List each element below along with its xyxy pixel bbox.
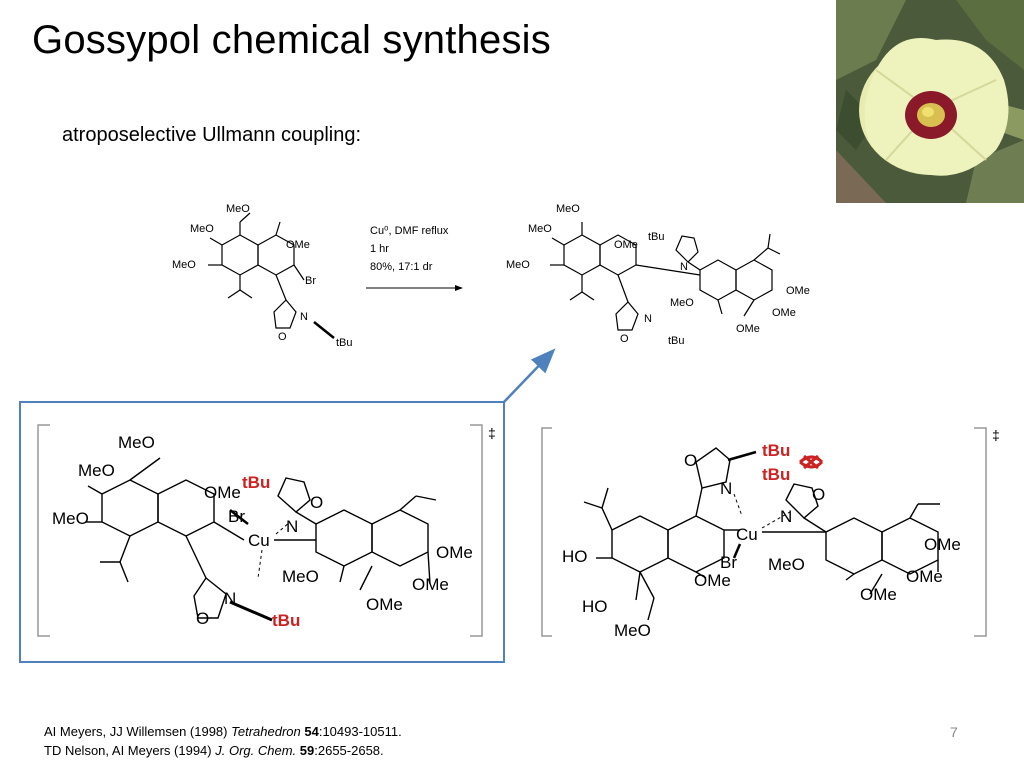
label-tbu: tBu xyxy=(336,337,353,349)
label-ome: OMe xyxy=(786,285,810,297)
reference-item: AI Meyers, JJ Willemsen (1998) Tetrahedr… xyxy=(44,724,402,739)
label-ome: OMe xyxy=(694,571,731,590)
label-meo: MeO xyxy=(768,555,805,574)
label-n: N xyxy=(680,261,688,273)
bracket-right xyxy=(470,424,483,637)
label-br: Br xyxy=(720,553,737,572)
label-o: O xyxy=(812,485,825,504)
label-meo: MeO xyxy=(282,567,319,586)
label-tbu: tBu xyxy=(648,231,665,243)
page-number: 7 xyxy=(950,724,958,740)
label-o: O xyxy=(684,451,697,470)
label-br: Br xyxy=(305,275,316,287)
label-meo: MeO xyxy=(528,223,552,235)
transition-state-major xyxy=(86,457,437,619)
label-tbu: tBu xyxy=(668,335,685,347)
label-meo: MeO xyxy=(52,509,89,528)
condition-line: 1 hr xyxy=(370,243,389,255)
label-ome: OMe xyxy=(204,483,241,502)
label-ome: OMe xyxy=(436,543,473,562)
double-dagger: ‡ xyxy=(992,427,1000,443)
label-n: N xyxy=(720,479,732,498)
label-meo: MeO xyxy=(506,259,530,271)
label-n: N xyxy=(644,313,652,325)
label-ome: OMe xyxy=(924,535,961,554)
label-meo: MeO xyxy=(172,259,196,271)
label-meo: MeO xyxy=(190,223,214,235)
label-ome: OMe xyxy=(772,307,796,319)
label-meo: MeO xyxy=(226,203,250,215)
label-ome: OMe xyxy=(366,595,403,614)
starting-material xyxy=(208,212,305,329)
product xyxy=(550,222,781,331)
label-o: O xyxy=(620,333,629,345)
label-meo: MeO xyxy=(556,203,580,215)
slide-title: Gossypol chemical synthesis xyxy=(32,18,551,62)
slide-subtitle: atroposelective Ullmann coupling: xyxy=(62,124,362,146)
label-ome: OMe xyxy=(614,239,638,251)
label-cu: Cu xyxy=(736,525,758,544)
bracket-right xyxy=(974,427,987,637)
label-o: O xyxy=(196,609,209,628)
label-n: N xyxy=(300,311,308,323)
condition-line: Cu⁰, DMF reflux xyxy=(370,225,449,237)
label-meo: MeO xyxy=(118,433,155,452)
label-meo: MeO xyxy=(614,621,651,640)
transition-state-minor xyxy=(583,447,940,621)
label-n: N xyxy=(780,507,792,526)
label-ome: OMe xyxy=(412,575,449,594)
label-ome: OMe xyxy=(286,239,310,251)
label-n: N xyxy=(286,517,298,536)
label-tbu-highlight: tBu xyxy=(762,465,790,484)
bracket-left xyxy=(37,424,50,637)
label-o: O xyxy=(278,331,287,343)
references: AI Meyers, JJ Willemsen (1998) Tetrahedr… xyxy=(44,722,402,760)
label-meo: MeO xyxy=(78,461,115,480)
label-meo: MeO xyxy=(670,297,694,309)
condition-line: 80%, 17:1 dr xyxy=(370,261,433,273)
bracket-left xyxy=(541,427,552,637)
label-tbu-highlight: tBu xyxy=(242,473,270,492)
steric-clash-icon xyxy=(799,454,824,470)
double-dagger: ‡ xyxy=(488,425,496,441)
label-ome: OMe xyxy=(860,585,897,604)
label-br: Br xyxy=(228,507,245,526)
label-ome: OMe xyxy=(736,323,760,335)
cotton-flower-photo xyxy=(836,0,1024,203)
label-ome: OMe xyxy=(906,567,943,586)
label-tbu-highlight: tBu xyxy=(762,441,790,460)
label-tbu-highlight: tBu xyxy=(272,611,300,630)
reaction-conditions: Cu⁰, DMF reflux 1 hr 80%, 17:1 dr xyxy=(366,225,463,291)
highlight-arrow xyxy=(503,348,556,403)
highlight-box xyxy=(19,401,505,663)
label-o: O xyxy=(310,493,323,512)
label-ho: HO xyxy=(562,547,588,566)
label-ho: HO xyxy=(582,597,608,616)
reference-item: TD Nelson, AI Meyers (1994) J. Org. Chem… xyxy=(44,743,384,758)
label-n: N xyxy=(224,589,236,608)
label-cu: Cu xyxy=(248,531,270,550)
